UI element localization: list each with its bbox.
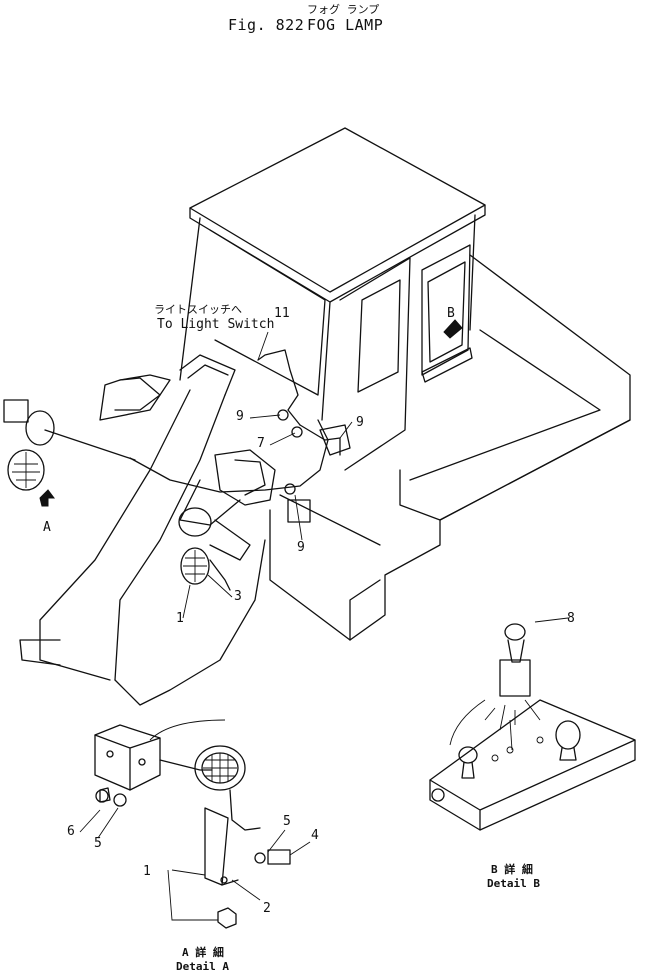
detail-b-label-en: Detail B: [487, 877, 540, 890]
detail-a-label-jp: A 詳 細: [182, 946, 224, 959]
callout-3: 3: [234, 589, 242, 604]
light-switch-label-en: To Light Switch: [157, 317, 275, 332]
loader-arm: [19, 354, 276, 706]
callout-9-top: 9: [236, 409, 244, 424]
callout-9-bottom: 9: [297, 540, 305, 555]
callout-view-a: A: [43, 520, 51, 535]
callout-9-right: 9: [356, 415, 364, 430]
detail-a-label-en: Detail A: [176, 960, 229, 973]
callout-5-right: 5: [283, 814, 291, 829]
detail-b-label-jp: B 詳 細: [491, 863, 533, 876]
callout-1-main: 1: [176, 611, 184, 626]
callout-11: 11: [274, 306, 290, 321]
detail-a-drawing: [79, 719, 311, 929]
cab-body: [179, 214, 476, 471]
fog-lamp-assembly: [178, 507, 231, 591]
figure-title: FOG LAMP: [307, 16, 384, 34]
machine-body: [269, 254, 631, 641]
callout-2: 2: [263, 901, 271, 916]
leader-lines: [39, 319, 463, 619]
cab-roof: [189, 127, 486, 303]
detail-b-drawing: [429, 617, 636, 831]
callout-6: 6: [67, 824, 75, 839]
side-fog-lamp: [3, 399, 136, 491]
light-switch-label-jp: ライトスイッチへ: [154, 303, 242, 316]
figure-number: Fig. 822: [228, 16, 305, 34]
callout-1-detail: 1: [143, 864, 151, 879]
callout-5-left: 5: [94, 836, 102, 851]
wiring-harness: [129, 349, 351, 523]
title-japanese: フォグ ランプ: [307, 3, 380, 16]
callout-view-b: B: [447, 306, 455, 321]
callout-4: 4: [311, 828, 319, 843]
callout-7: 7: [257, 436, 265, 451]
callout-8: 8: [567, 611, 575, 626]
